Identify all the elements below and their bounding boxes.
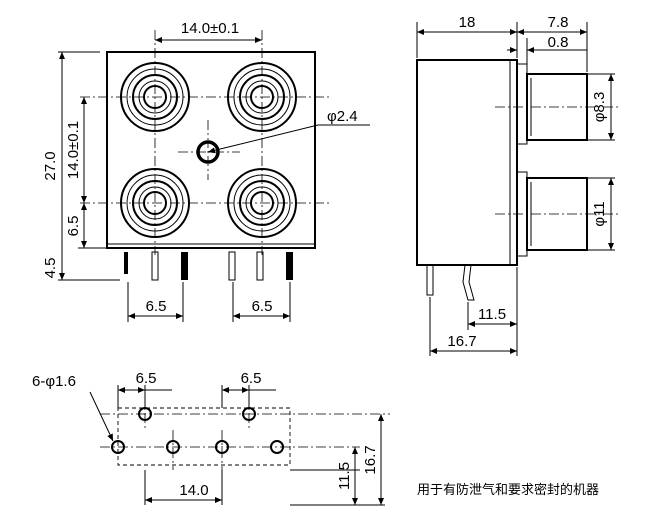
dim-lower-dia: φ11: [591, 201, 608, 226]
footprint-hole: [166, 440, 180, 454]
jack-top-left: [120, 62, 190, 132]
footprint-hole: [270, 440, 284, 454]
side-view: 18 7.8 0.8 φ8.3 φ11 11.5 16.7: [416, 14, 620, 356]
front-body-outline: [106, 51, 316, 249]
dim-top-right: 6.5: [241, 370, 262, 387]
dim-upper-dia: φ8.3: [591, 92, 608, 123]
dim-body-depth: 18: [459, 14, 476, 31]
dim-right-b: 16.7: [362, 445, 379, 474]
usage-note: 用于有防泄气和要求密封的机器: [417, 482, 599, 498]
dim-top-left: 6.5: [136, 370, 157, 387]
dim-pin-x2: 16.7: [447, 333, 476, 350]
side-body-outline: [416, 59, 518, 266]
dim-lower-offset: 6.5: [65, 216, 82, 237]
jack-bottom-right: [227, 168, 297, 238]
jack-bottom-left: [120, 168, 190, 238]
dim-pin-len: 4.5: [42, 258, 59, 279]
mounting-hole: [196, 140, 220, 164]
side-pin-1: [426, 264, 434, 296]
dim-bottom: 14.0: [179, 482, 208, 499]
dim-pin-x1: 11.5: [478, 306, 506, 323]
footprint-hole: [242, 407, 256, 421]
pcb-footprint: 6-φ1.6 6.5 6.5 14.0 11.5 16.7: [32, 370, 390, 506]
jack-top-right: [227, 62, 297, 132]
footprint-hole: [215, 440, 229, 454]
footprint-hole: [138, 407, 152, 421]
dim-front: 7.8: [548, 14, 569, 31]
footprint-hole: [111, 440, 125, 454]
dim-right-a: 11.5: [336, 462, 353, 490]
dim-pin-pitch-left: 6.5: [146, 298, 167, 315]
front-view: 14.0±0.1 φ2.4 27.0 14.0±0.1 6.5 4.5 6.5 …: [42, 20, 370, 322]
dim-pitch-top: 14.0±0.1: [181, 20, 239, 37]
dim-hole: φ2.4: [327, 108, 358, 125]
dim-pitch-vert: 14.0±0.1: [65, 121, 82, 179]
front-pins: [124, 251, 293, 281]
dim-height: 27.0: [42, 151, 59, 180]
dim-pin-pitch-right: 6.5: [252, 298, 273, 315]
dim-flange: 0.8: [548, 34, 569, 51]
dim-holes: 6-φ1.6: [32, 373, 76, 390]
side-pin-2: [462, 264, 475, 301]
